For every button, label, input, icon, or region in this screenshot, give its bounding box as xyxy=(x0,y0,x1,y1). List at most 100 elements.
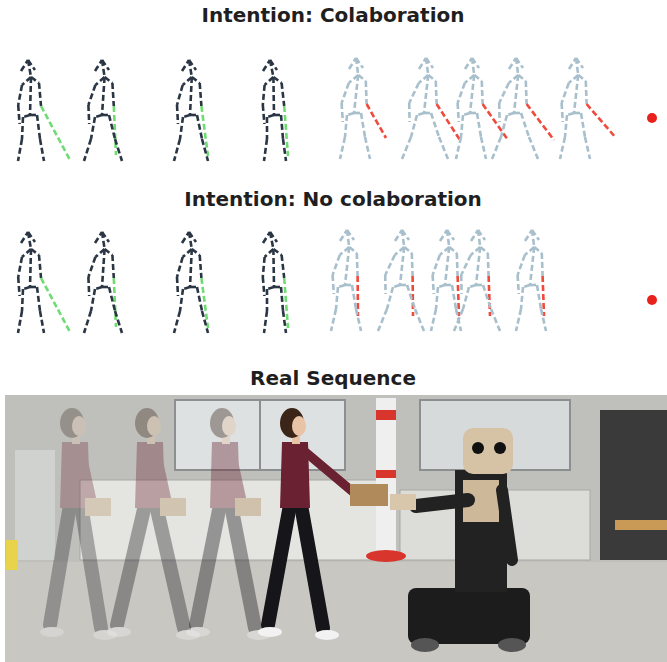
skeleton-bone xyxy=(461,255,471,275)
skeleton-bone xyxy=(477,113,481,137)
skeleton-bone xyxy=(102,60,105,77)
skeleton-bone xyxy=(333,255,340,275)
skeleton-bone xyxy=(177,277,178,296)
skeleton-bone xyxy=(530,247,534,285)
skeleton-bone xyxy=(270,60,273,77)
skeleton-bone xyxy=(88,85,95,105)
box xyxy=(85,498,111,516)
skeleton-bone xyxy=(190,249,192,287)
skeleton-bone xyxy=(454,309,463,331)
skeleton-bone xyxy=(476,247,480,285)
person xyxy=(258,408,362,640)
photo-scene xyxy=(5,395,667,662)
skeleton-bone xyxy=(514,75,518,113)
skeleton-bone xyxy=(102,232,105,249)
skeleton-bone xyxy=(463,113,470,115)
skeleton-bone xyxy=(458,83,465,103)
skeleton-bone xyxy=(197,287,202,311)
skeleton-bone xyxy=(264,311,267,333)
highlight-limb xyxy=(437,104,460,140)
highlight-limb xyxy=(527,104,554,140)
robot-eye xyxy=(472,442,484,454)
skeleton-bone xyxy=(28,60,31,77)
skeleton-figure xyxy=(331,230,361,331)
skeleton-bone xyxy=(417,113,424,115)
skeleton-bone xyxy=(540,253,543,276)
robot-head xyxy=(463,428,513,474)
skeleton-bone xyxy=(30,249,31,287)
skeleton-bone xyxy=(347,113,354,115)
highlight-limb xyxy=(41,278,70,332)
skeleton-bone xyxy=(499,83,509,103)
leg xyxy=(196,505,220,625)
leg xyxy=(117,505,145,625)
skeleton-bone xyxy=(491,309,500,331)
skeleton-bone xyxy=(183,287,190,289)
skeleton-bone xyxy=(109,287,115,311)
skeleton-bone xyxy=(345,115,347,137)
skeleton-bone xyxy=(431,113,439,137)
skeleton-bone xyxy=(452,285,456,309)
skeleton-bone xyxy=(342,103,343,122)
skeleton-bone xyxy=(37,115,40,139)
skeleton-bone xyxy=(281,115,283,139)
skeleton-bone xyxy=(40,311,44,333)
skeleton-figure xyxy=(431,230,461,331)
skeleton-bone xyxy=(23,287,30,289)
skeleton-bone xyxy=(426,58,428,75)
skeleton-bone xyxy=(200,255,202,278)
section-heading: Intention: No colaboration xyxy=(184,187,482,211)
skeleton-bone xyxy=(267,115,274,117)
skeleton-figure xyxy=(456,58,508,159)
skeleton-bone xyxy=(174,139,180,161)
skeleton-bone xyxy=(393,285,400,287)
arm xyxy=(156,450,168,505)
arm xyxy=(81,450,93,505)
skeleton-bone xyxy=(529,137,538,159)
face xyxy=(292,416,306,436)
skeleton-bone xyxy=(183,115,190,117)
highlight-limb xyxy=(367,104,386,138)
skeleton-figure xyxy=(560,58,616,159)
skeleton-bone xyxy=(336,287,338,309)
leg xyxy=(268,505,290,625)
face xyxy=(147,416,161,436)
skeleton-bone xyxy=(463,287,469,309)
skeleton-bone xyxy=(472,58,474,75)
robot-base xyxy=(408,588,530,644)
skeleton-bone xyxy=(409,83,419,103)
skeleton-bone xyxy=(400,247,404,285)
skeleton-bone xyxy=(182,60,189,71)
skeleton-bone xyxy=(87,105,90,124)
skeleton-bone xyxy=(402,137,411,159)
skeleton-bone xyxy=(263,85,265,105)
skeleton-bone xyxy=(516,58,518,75)
skeleton-bone xyxy=(521,113,529,137)
skeleton-bone xyxy=(190,77,192,115)
skeleton-bone xyxy=(574,75,578,113)
leg xyxy=(156,505,184,628)
highlight-limb xyxy=(114,278,116,327)
skeleton-bone xyxy=(23,115,30,117)
skeleton-bone xyxy=(361,113,365,137)
person xyxy=(107,408,200,640)
leg xyxy=(301,505,323,628)
skeleton-bone xyxy=(384,275,387,294)
skeleton-bone xyxy=(434,81,437,104)
skeleton-bone xyxy=(115,139,122,161)
skeleton-bone xyxy=(469,285,476,287)
skeleton-bone xyxy=(84,139,91,161)
skeleton-bone xyxy=(202,311,208,333)
skeleton-figure xyxy=(378,230,424,331)
skeleton-bone xyxy=(189,232,192,249)
box xyxy=(160,498,186,516)
skeleton-bone xyxy=(486,253,489,276)
robot-gripper xyxy=(390,494,416,510)
skeleton-bone xyxy=(265,77,274,85)
skeleton-bone xyxy=(338,285,345,287)
skeleton-figure xyxy=(402,58,460,159)
skeleton-bone xyxy=(264,139,267,161)
skeleton-bone xyxy=(385,255,395,275)
skeleton-bone xyxy=(447,230,449,247)
highlight-limb xyxy=(587,104,616,138)
